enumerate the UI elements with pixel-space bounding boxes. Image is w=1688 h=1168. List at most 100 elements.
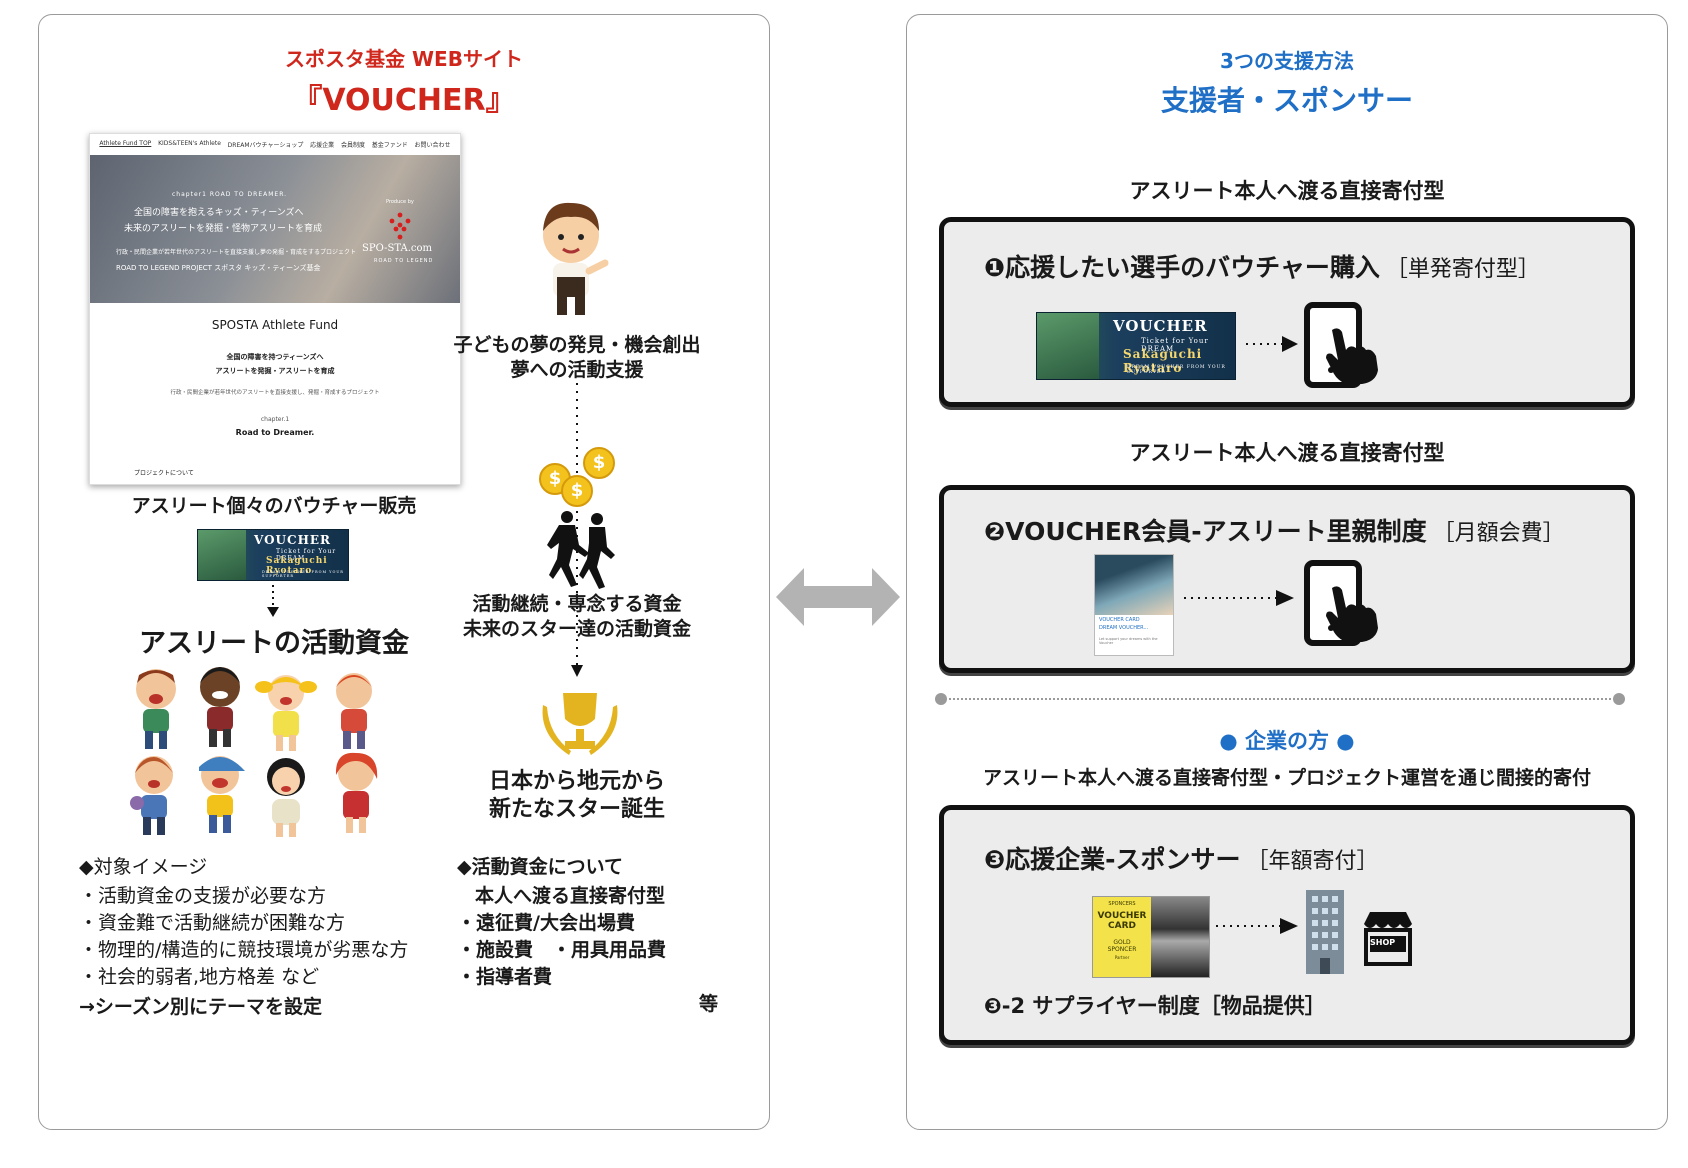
sponsor-card-4: SPONCER [1107, 946, 1137, 953]
divider-dot-right [1613, 693, 1625, 705]
target-note: →シーズン別にテーマを設定 [79, 996, 322, 1018]
target-item: ・社会的弱者,地方格差 など [79, 966, 320, 988]
box2-tag: ［月額会費］ [1432, 521, 1565, 546]
left-header-sub: スポスタ基金 WEBサイト [285, 47, 523, 71]
athlete-photo [1037, 313, 1099, 379]
method-label-3: アスリート本人へ渡る直接寄付型・プロジェクト運営を通じ間接的寄付 [982, 767, 1591, 789]
sponsor-card-1: VOUCHER [1097, 911, 1147, 921]
trophy-icon [542, 693, 618, 755]
activity-funds-title: アスリートの活動資金 [139, 628, 409, 659]
hero-line3: 行政・民間企業が若年世代のアスリートを直接支援し夢の発掘・育成をするプロジェクト [116, 249, 357, 256]
method-label-2: アスリート本人へ渡る直接寄付型 [1129, 441, 1445, 465]
kid-character-icon [136, 669, 176, 749]
website-screenshot: Athlete Fund TOP KIDS&TEEN's Athlete DRE… [89, 133, 461, 485]
card2-text1: VOUCHER CARD [1099, 617, 1140, 623]
site-nav-item[interactable]: Athlete Fund TOP [99, 140, 152, 147]
hand-pointer-icon [1326, 586, 1378, 642]
funds-item: ・遠征費/大会出場費 [457, 912, 635, 934]
funds-item: ・施設費 ・用具用品費 [457, 939, 667, 961]
site-logo-text: SPO-STA.com [362, 243, 432, 254]
dotted-arrow-right [1246, 336, 1298, 352]
star-caption-2: 新たなスター誕生 [488, 797, 665, 822]
site-nav: Athlete Fund TOP KIDS&TEEN's Athlete DRE… [90, 134, 460, 155]
site-about-link[interactable]: プロジェクトについて [134, 470, 194, 477]
site-nav-item[interactable]: 応援企業 [310, 142, 335, 149]
funds-title: ◆活動資金について [457, 856, 624, 878]
site-body-2: アスリートを発掘・アスリートを育成 [215, 367, 335, 375]
continue-caption-1: 活動継続・専念する資金 [472, 593, 682, 615]
support-method-2: ❷VOUCHER会員-アスリート里親制度［月額会費］ VOUCHER CARD … [939, 485, 1635, 673]
site-body-1: 全国の障害を持つティーンズへ [226, 353, 324, 361]
site-nav-item[interactable]: お問い合わせ [414, 142, 451, 149]
corp-title: ● 企業の方 ● [1219, 729, 1355, 753]
box2-title: ❷VOUCHER会員-アスリート里親制度［月額会費］ [984, 512, 1565, 548]
shop-icon [1364, 912, 1412, 966]
arrow-down-1 [267, 585, 279, 617]
site-nav-item[interactable]: 会員制度 [340, 142, 365, 149]
kid-character-icon [200, 667, 240, 747]
kid-character-icon [199, 756, 245, 833]
vertical-dotted-arrow [571, 383, 583, 677]
card2-text2: DREAM VOUCHER... [1099, 625, 1149, 631]
funds-etc: 等 [699, 993, 719, 1015]
voucher-name: Sakaguchi Ryotaro [1123, 347, 1203, 375]
left-panel: スポスタ基金 WEBサイト 『VOUCHER』 Athlete Fund TOP… [38, 14, 770, 1130]
coin-icon: $ [583, 447, 615, 479]
sponsor-card-yellow: SPONCERS VOUCHER CARD GOLD SPONCER Partn… [1093, 897, 1151, 977]
runners-silhouette-icon [547, 511, 615, 589]
voucher-ticket: Ticket for Your DREAM [276, 548, 337, 562]
hero-line2: 未来のアスリートを発掘・怪物アスリートを育成 [124, 224, 323, 234]
kid-character-icon [130, 756, 173, 835]
site-nav-item[interactable]: DREAMバウチャーショップ [227, 142, 304, 149]
voucher-small: DREAM VOUCHER FROM YOUR SUPPORTER [1127, 365, 1226, 375]
sponsor-card-5: Partner [1114, 955, 1130, 960]
site-logo-sub: ROAD TO LEGEND [374, 258, 434, 264]
kids-caption-2: 夢への活動支援 [510, 359, 644, 381]
box2-title-text: ❷VOUCHER会員-アスリート里親制度 [984, 517, 1427, 546]
voucher-title: VOUCHER [1113, 317, 1208, 335]
site-nav-item[interactable]: 基金ファンド [371, 142, 408, 149]
left-header-main: 『VOUCHER』 [292, 83, 516, 118]
target-item: ・活動資金の支援が必要な方 [79, 885, 327, 907]
support-method-1: ❶応援したい選手のバウチャー購入［単発寄付型］ VOUCHER Ticket f… [939, 217, 1635, 407]
voucher-sale-label: アスリート個々のバウチャー販売 [131, 495, 417, 517]
shop-label: SHOP [1370, 938, 1396, 947]
coin-icon: $ [561, 475, 593, 507]
method-label-1: アスリート本人へ渡る直接寄付型 [1129, 179, 1445, 203]
kids-caption-1: 子どもの夢の発見・機会創出 [453, 334, 701, 356]
voucher-card-portrait: VOUCHER CARD DREAM VOUCHER... Let suppor… [1094, 554, 1174, 656]
dotted-arrow-right [1216, 918, 1298, 934]
sponsor-card: SPONCERS VOUCHER CARD GOLD SPONCER Partn… [1092, 896, 1210, 978]
produced-by: Produce by [386, 199, 414, 205]
kid-character-icon [255, 675, 317, 751]
box3-tag: ［年額寄付］ [1246, 849, 1379, 874]
voucher-card-small: VOUCHER Ticket for Your DREAM Sakaguchi … [197, 529, 349, 581]
hand-pointer-icon [1326, 328, 1378, 384]
sponsor-card-top: SPONCERS [1108, 901, 1136, 907]
funds-sub: 本人へ渡る直接寄付型 [475, 885, 666, 907]
kid-character-icon [336, 673, 372, 749]
card2-text3: Let support your dreams with the Voucher [1099, 637, 1158, 645]
dotted-arrow-right [1184, 590, 1294, 606]
right-header-sub: 3つの支援方法 [1220, 49, 1354, 73]
target-item: ・物理的/構造的に競技環境が劣悪な方 [79, 939, 409, 961]
box1-tag: ［単発寄付型］ [1385, 257, 1540, 282]
spo-sta-logo-icon [389, 212, 411, 240]
voucher-small: DREAM VOUCHER FROM YOUR SUPPORTER [262, 570, 344, 578]
building-icon [1306, 890, 1344, 974]
box3-title-text: ❸応援企業-スポンサー [984, 845, 1241, 874]
sponsor-card-3: GOLD [1113, 939, 1131, 946]
site-hero: chapter1 ROAD TO DREAMER. 全国の障害を抱えるキッズ・テ… [90, 155, 460, 303]
voucher-name: Sakaguchi Ryotaro [266, 556, 328, 576]
double-arrow-icon [776, 568, 900, 626]
hero-line1: 全国の障害を抱えるキッズ・ティーンズへ [134, 208, 304, 218]
site-chapter: chapter.1 [260, 416, 290, 423]
continue-caption-2: 未来のスター達の活動資金 [462, 618, 691, 640]
target-title: ◆対象イメージ [79, 856, 208, 878]
fund-title: SPOSTA Athlete Fund [211, 318, 339, 332]
box3-title: ❸応援企業-スポンサー［年額寄付］ [984, 840, 1379, 876]
site-nav-item[interactable]: KIDS&TEEN's Athlete [158, 140, 221, 147]
site-body-3: 行政・民間企業が若年世代のアスリートを直接支援し、発掘・育成するプロジェクト [170, 390, 380, 396]
dotted-divider [949, 698, 1611, 700]
hero-line4: ROAD TO LEGEND PROJECT スポスタ キッズ・ティーンズ基金 [116, 264, 321, 272]
